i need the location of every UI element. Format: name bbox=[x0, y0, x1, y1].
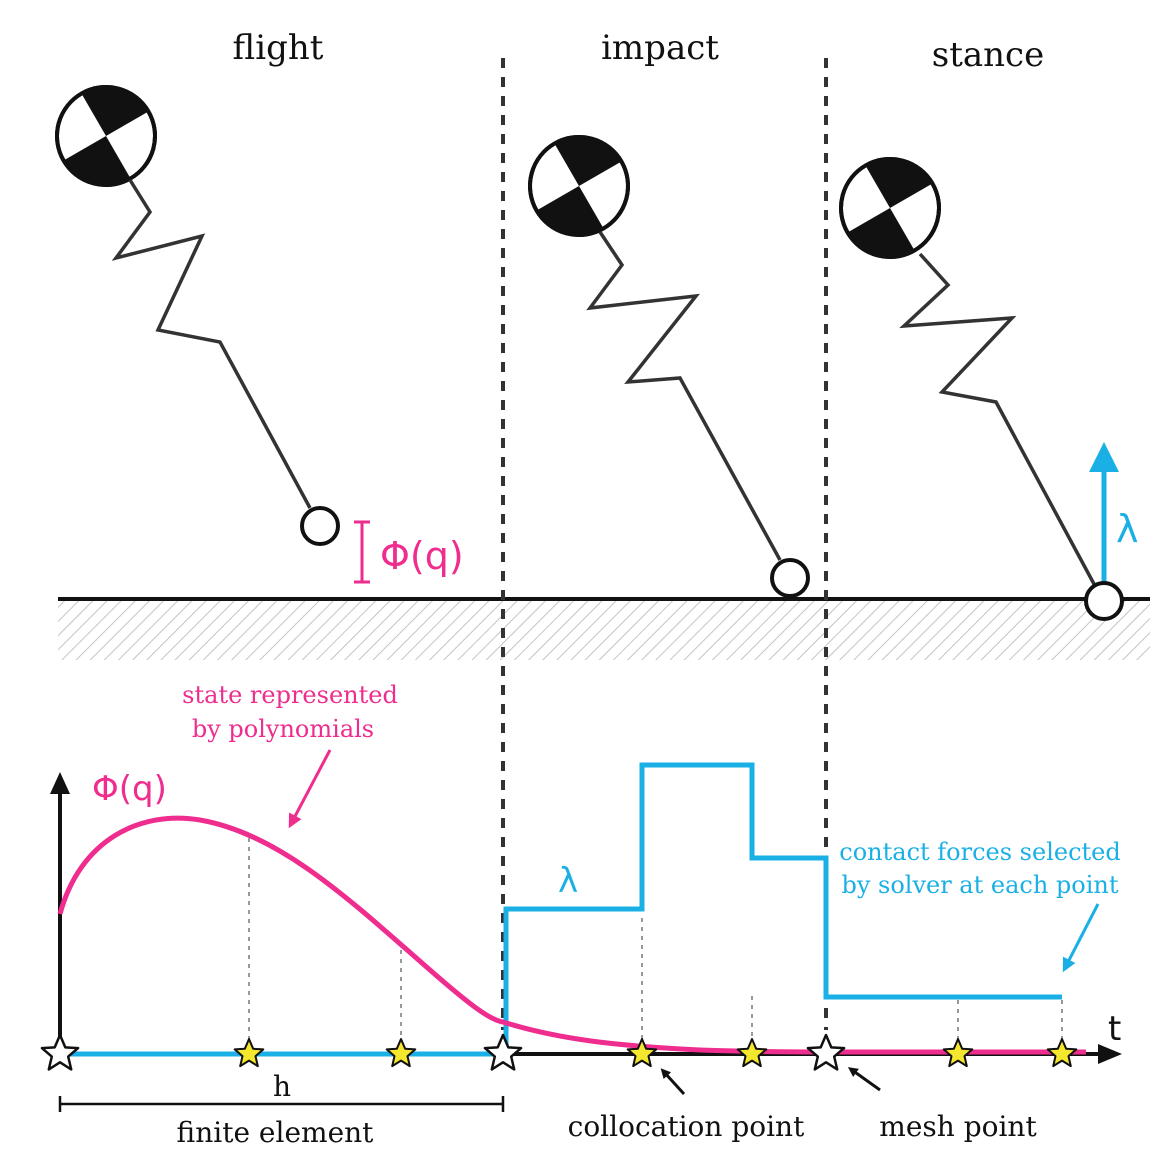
phase-title-flight: flight bbox=[233, 28, 324, 68]
force-annotation-line1: contact forces selected bbox=[839, 838, 1120, 866]
force-annotation-line2: by solver at each point bbox=[841, 871, 1118, 899]
com-marker-icon bbox=[55, 85, 157, 187]
phase-title-impact: impact bbox=[601, 28, 719, 68]
collocation-point-arrow bbox=[660, 1068, 686, 1096]
finite-element-bracket bbox=[58, 1096, 505, 1112]
com-marker-icon bbox=[839, 157, 941, 259]
collocation-point-star-icon bbox=[1046, 1038, 1078, 1068]
hopper-stance bbox=[839, 157, 1124, 621]
foot-icon bbox=[300, 506, 340, 546]
collocation-guides bbox=[248, 838, 1063, 1048]
collocation-point-star-icon bbox=[385, 1038, 417, 1068]
contact-force-trajectory bbox=[503, 762, 1062, 1052]
spring-leg bbox=[111, 179, 312, 509]
force-label-top: λ bbox=[1116, 507, 1139, 551]
mesh-points bbox=[40, 1033, 846, 1071]
collocation-point-star-icon bbox=[233, 1038, 265, 1068]
step-size-label: h bbox=[273, 1070, 291, 1103]
collocation-point-star-icon bbox=[736, 1038, 768, 1068]
mesh-point-arrow bbox=[847, 1067, 881, 1092]
mesh-point-star-icon bbox=[40, 1033, 80, 1071]
constraint-axis-label: Φ(q) bbox=[92, 769, 167, 809]
collocation-point-star-icon bbox=[626, 1038, 658, 1068]
foot-icon bbox=[1084, 581, 1124, 621]
time-axis-arrow-icon bbox=[1098, 1044, 1122, 1064]
state-annotation-line2: by polynomials bbox=[192, 715, 374, 743]
com-marker-icon bbox=[528, 135, 630, 237]
collocation-point-star-icon bbox=[942, 1038, 974, 1068]
ground-hatch bbox=[58, 600, 1150, 660]
state-annotation-arrow bbox=[288, 749, 332, 829]
mesh-point-star-icon bbox=[806, 1033, 846, 1071]
constraint-bracket bbox=[354, 520, 370, 584]
collocation-point-label: collocation point bbox=[568, 1110, 805, 1143]
state-annotation-line1: state represented bbox=[182, 681, 398, 709]
spring-leg bbox=[586, 231, 782, 561]
hopper-impact bbox=[528, 135, 810, 598]
force-annotation-arrow bbox=[1062, 903, 1100, 973]
phase-title-stance: stance bbox=[932, 35, 1044, 75]
contact-force-arrowhead-icon bbox=[1089, 442, 1119, 472]
force-label-plot: λ bbox=[558, 861, 578, 901]
constraint-trajectory bbox=[57, 815, 1086, 1055]
finite-element-label: finite element bbox=[177, 1116, 375, 1149]
mesh-point-star-icon bbox=[483, 1033, 523, 1071]
mesh-point-label: mesh point bbox=[879, 1110, 1037, 1143]
y-axis-arrow-icon bbox=[50, 772, 70, 794]
spring-leg bbox=[899, 252, 1096, 585]
time-axis-label: t bbox=[1108, 1009, 1121, 1049]
foot-icon bbox=[770, 558, 810, 598]
hopper-flight bbox=[55, 85, 340, 546]
collocation-points bbox=[233, 1038, 1078, 1068]
constraint-label: Φ(q) bbox=[380, 534, 464, 578]
